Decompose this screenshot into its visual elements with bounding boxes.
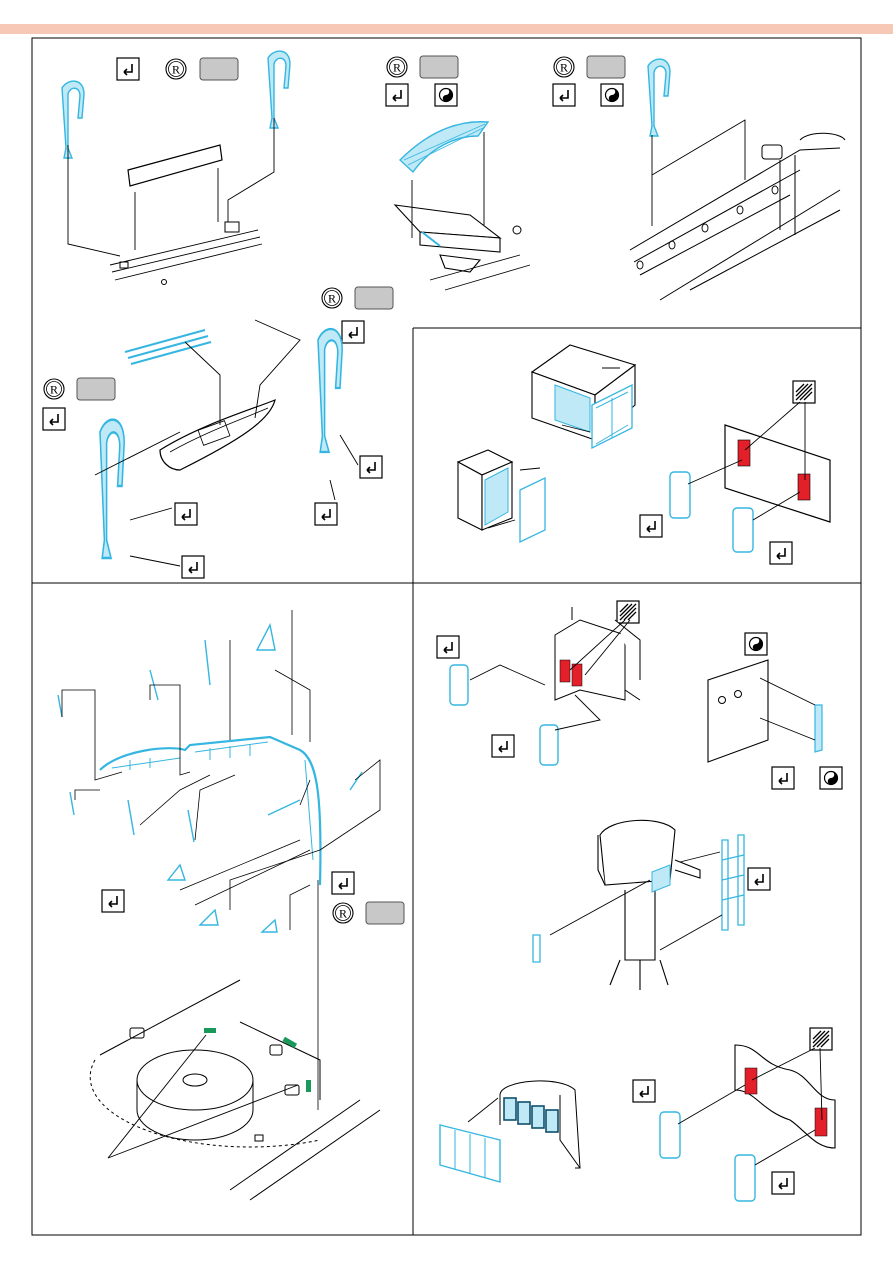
fold-symbol-icon: [770, 542, 792, 564]
fold-symbol-icon: [772, 1172, 794, 1194]
fold-symbol-icon: [437, 636, 459, 658]
replace-symbol-icon: [166, 59, 186, 79]
fold-symbol-icon: [553, 84, 575, 106]
fold-symbol-icon: [386, 84, 408, 106]
davit-part-left: [62, 81, 84, 158]
fold-symbol-icon: [117, 58, 139, 80]
step-5-cabinets-doors: [458, 345, 830, 564]
paint-hatch-symbol: [793, 381, 815, 403]
step-1-davits-rail: [62, 51, 290, 284]
part-number-box: [355, 287, 393, 309]
part-number-box: [77, 378, 115, 400]
step-6-bridge-windows: [58, 610, 404, 1200]
part-number-box: [200, 58, 238, 80]
davit-part-right: [268, 51, 290, 128]
fold-symbol-icon: [342, 321, 364, 343]
fold-symbol-icon: [182, 556, 204, 578]
fold-symbol-icon: [640, 515, 662, 537]
fold-symbol-icon: [360, 456, 382, 478]
part-number-box: [587, 56, 625, 78]
fold-symbol-icon: [332, 872, 354, 894]
flip-symbol-icon: [820, 767, 842, 789]
mast-top: [598, 820, 700, 990]
part-number-box: [420, 56, 458, 78]
step-7-doors-ladders-mast: [437, 601, 842, 1201]
replace-symbol-icon: [44, 379, 64, 399]
fold-symbol-icon: [748, 868, 770, 890]
step-3-davit-hull: [553, 56, 845, 300]
fold-symbol-icon: [492, 735, 514, 757]
fold-symbol-icon: [175, 503, 197, 525]
paint-hatch-symbol: [810, 1028, 832, 1050]
davit-part: [648, 59, 670, 136]
replace-symbol-icon: [333, 903, 353, 923]
flip-symbol-icon: [745, 633, 767, 655]
paint-hatch-symbol: [617, 601, 639, 623]
fold-symbol-icon: [102, 890, 124, 912]
fold-symbol-icon: [43, 408, 65, 430]
davit-part-left: [100, 420, 124, 558]
fold-symbol-icon: [633, 1080, 655, 1102]
step-2-gangway-roof: [386, 56, 530, 290]
lifeboat: [160, 400, 275, 470]
step-4-lifeboat-davits: [43, 287, 393, 578]
rail-beam: [128, 145, 222, 186]
replace-symbol-icon: [387, 57, 407, 77]
part-number-box: [366, 902, 404, 924]
flip-symbol-icon: [601, 84, 623, 106]
fold-symbol-icon: [315, 503, 337, 525]
davit-part-right: [318, 329, 342, 452]
replace-symbol-icon: [322, 288, 342, 308]
replace-symbol-icon: [554, 57, 574, 77]
fold-symbol-icon: [772, 767, 794, 789]
flip-symbol-icon: [435, 84, 457, 106]
